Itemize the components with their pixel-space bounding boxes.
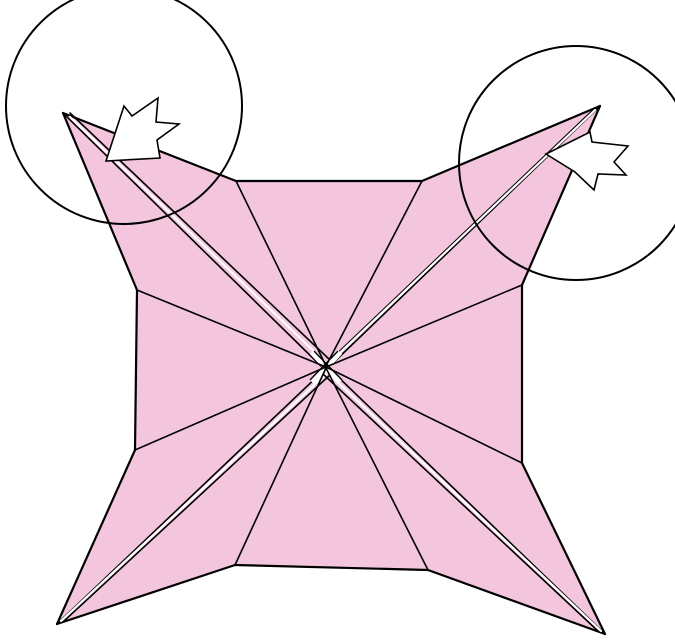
fold-left-upper (136, 289, 327, 368)
top-left-fold-arrow (104, 96, 182, 162)
outline-bottom-left-flap (55, 448, 137, 626)
outline-left-upper (61, 111, 139, 292)
top-right-highlight-circle (458, 45, 675, 281)
outline-top-right-flap (420, 104, 602, 183)
fold-left-lower (134, 366, 327, 451)
outline-bottom-edge (233, 563, 430, 572)
top-right-fold-arrow (544, 130, 630, 192)
fold-diagonal-bl-gap (59, 371, 329, 623)
outline-bottom-left-base (55, 563, 237, 626)
fold-right-lower (325, 366, 523, 464)
radial-folds (134, 180, 523, 571)
outline-bottom-right-base (426, 568, 607, 636)
outline-bottom-right-flap (520, 461, 607, 636)
fold-diagonal-bl-b (63, 373, 332, 622)
fold-diagonal-bl-a (56, 371, 323, 625)
fold-arrows (104, 96, 630, 192)
fold-diagonal-br-a (332, 371, 606, 635)
diagonal-folds (56, 105, 606, 635)
fold-top-right (325, 180, 423, 367)
fold-right-upper (325, 284, 523, 368)
fold-bottom-left (234, 367, 327, 566)
fold-top-left (235, 180, 327, 367)
fold-diagonal-br-gap (326, 371, 603, 633)
top-left-highlight-circle (5, 0, 243, 225)
fold-diagonal-tl-a (62, 112, 324, 369)
outline-left-edge (133, 288, 139, 452)
fold-bottom-right (325, 367, 429, 571)
fold-diagonal-br-b (322, 373, 599, 632)
highlight-circles (5, 0, 675, 281)
